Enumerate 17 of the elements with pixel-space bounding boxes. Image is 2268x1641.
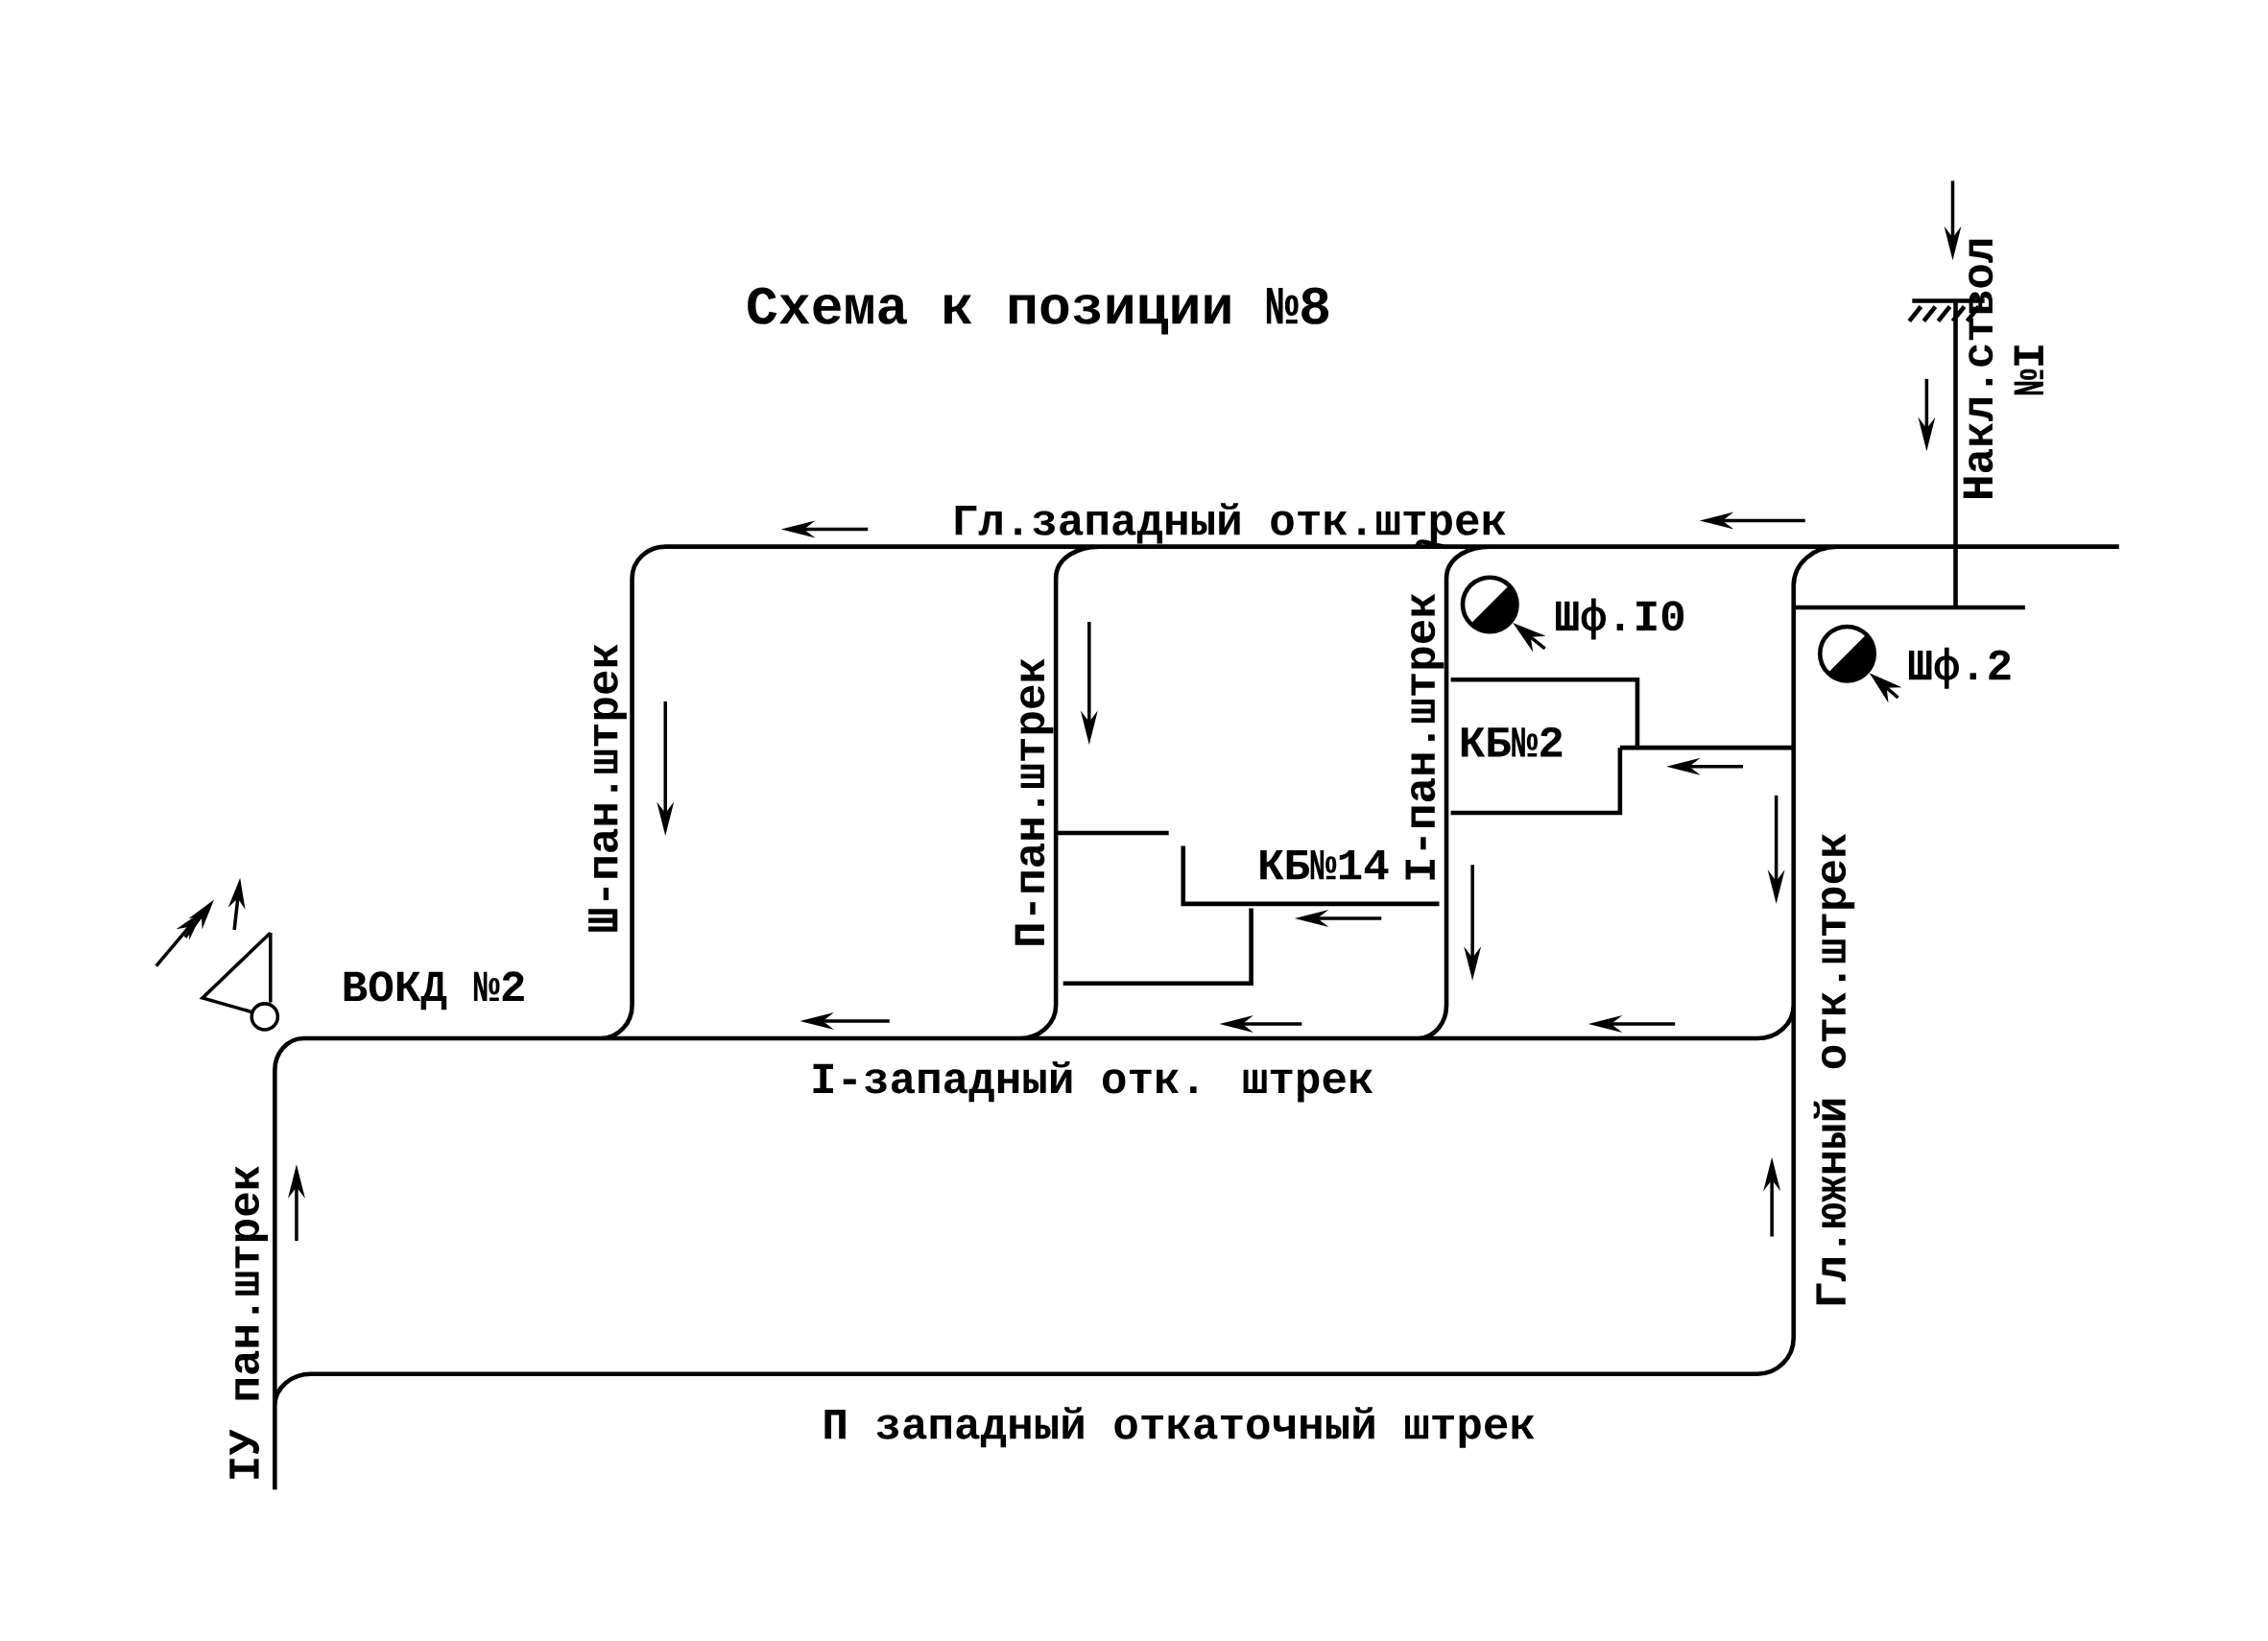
passage-label: I-пан.штрек [1405, 593, 1444, 880]
passage-label: Накл.ствол №I [1963, 239, 2043, 498]
title: Схема к позиции №8 [748, 287, 1329, 335]
passage-label: П-пан.штрек [1015, 658, 1054, 945]
station-circle [1460, 575, 1519, 634]
passage-label: КБ№14 [1260, 849, 1389, 880]
passage-label: Гл.западный отк.штрек [955, 503, 1506, 544]
passage-label: ВОКД №2 [344, 971, 524, 1010]
station-circle [1817, 624, 1877, 683]
passage-label: КБ№2 [1461, 726, 1563, 757]
passage-label: Ш-пан.штрек [588, 644, 627, 932]
passage-label: I-западный отк. штрек [813, 1060, 1373, 1103]
passage-label: IУ пан.штрек [229, 1166, 269, 1479]
marker-label: Шф.2 [1908, 647, 2011, 689]
passage-label: П западный откаточный штрек [824, 1406, 1535, 1448]
passage-label: Гл.южный отк.штрек [1813, 833, 1855, 1304]
marker-label: Шф.I0 [1556, 598, 1684, 640]
